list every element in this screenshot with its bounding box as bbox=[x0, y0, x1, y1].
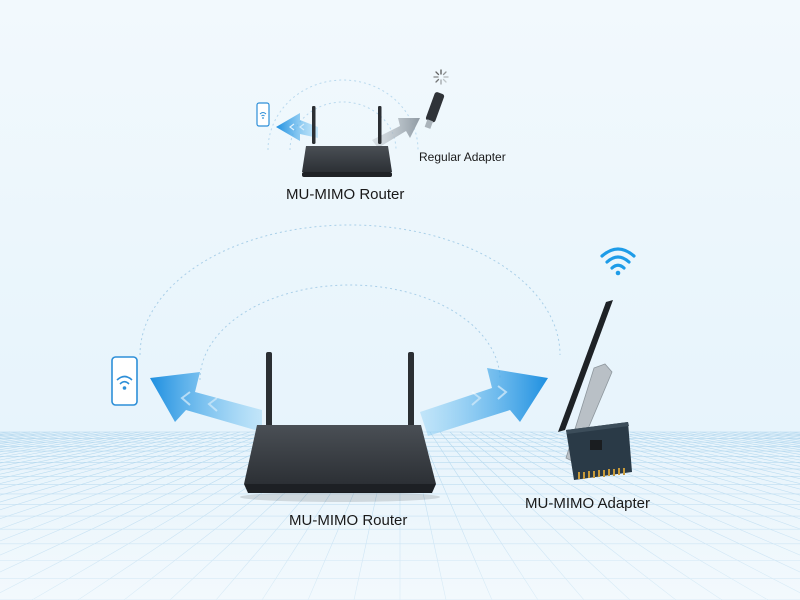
bottom-signal-arcs bbox=[139, 224, 561, 381]
top-grey-stream-arrow bbox=[372, 118, 420, 148]
usb-adapter-icon bbox=[424, 92, 445, 129]
wifi-signal-icon bbox=[600, 247, 636, 276]
top-signal-arcs bbox=[267, 79, 419, 151]
bottom-router-icon bbox=[240, 352, 440, 502]
pcie-adapter-icon bbox=[558, 300, 632, 480]
regular-adapter-label: Regular Adapter bbox=[419, 150, 506, 164]
top-router-label: MU-MIMO Router bbox=[286, 186, 405, 203]
phone-wifi-icon-large bbox=[111, 356, 138, 406]
top-blue-stream-arrow bbox=[276, 113, 318, 141]
top-router-icon bbox=[302, 106, 392, 177]
phone-wifi-icon bbox=[256, 102, 270, 127]
bottom-right-stream-arrow bbox=[420, 368, 548, 436]
loading-spinner-icon bbox=[433, 69, 449, 85]
mumimo-adapter-label: MU-MIMO Adapter bbox=[525, 495, 651, 512]
bottom-left-stream-arrow bbox=[150, 372, 262, 432]
bottom-router-label: MU-MIMO Router bbox=[289, 512, 408, 529]
